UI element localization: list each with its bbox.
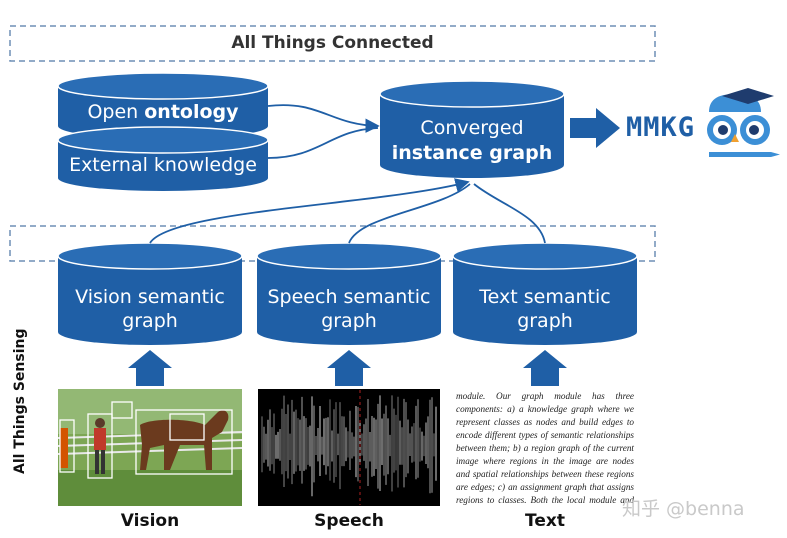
text-semantic-line2: graph	[517, 310, 573, 332]
text-paper-excerpt: module. Our graph module has three compo…	[453, 388, 637, 506]
converged-label-line2: instance graph	[380, 141, 564, 165]
ontology-label: Open ontology	[58, 100, 268, 124]
vision-semantic-line1: Vision semantic	[75, 286, 225, 308]
all-things-sensing-label: All Things Sensing	[12, 328, 28, 474]
speech-caption: Speech	[314, 511, 384, 531]
all-things-connected-frame	[9, 25, 656, 62]
speech-spectrogram	[258, 389, 440, 506]
external-knowledge-cylinder	[57, 126, 269, 191]
speech-semantic-line2: graph	[321, 310, 377, 332]
owl-logo-icon	[707, 88, 780, 157]
converged-label-line1: Converged	[420, 117, 524, 139]
text-semantic-cylinder	[452, 242, 638, 345]
speech-up-arrow	[327, 350, 371, 386]
vision-semantic-line2: graph	[122, 310, 178, 332]
speech-to-converged-curve	[348, 183, 471, 244]
ontology-prefix: Open	[87, 101, 145, 123]
vision-caption: Vision	[120, 511, 180, 531]
converged-bold: instance graph	[391, 142, 553, 164]
speech-semantic-line1: Speech semantic	[267, 286, 431, 308]
vision-up-arrow	[128, 350, 172, 386]
output-arrow	[570, 108, 620, 148]
ontology-connector	[267, 104, 380, 133]
all-things-connected-title: All Things Connected	[231, 33, 434, 53]
text-semantic-line1: Text semantic	[479, 286, 611, 308]
text-up-arrow	[523, 350, 567, 386]
speech-semantic-cylinder	[256, 242, 442, 345]
watermark: 知乎 @benna	[622, 498, 745, 520]
ontology-bold: ontology	[144, 101, 239, 123]
vision-semantic-cylinder	[57, 242, 243, 345]
mmkg-label: MMKG	[626, 112, 696, 143]
converged-instance-graph-cylinder	[379, 80, 565, 178]
text-caption: Text	[525, 511, 565, 531]
paper-excerpt-text: module. Our graph module has three compo…	[456, 391, 634, 505]
text-to-converged-curve	[473, 183, 546, 244]
external-connector	[267, 127, 379, 159]
external-knowledge-label: External knowledge	[69, 154, 257, 176]
ontology-cylinder	[57, 72, 269, 139]
vision-image	[57, 389, 243, 506]
vision-to-converged-curve	[149, 178, 470, 244]
